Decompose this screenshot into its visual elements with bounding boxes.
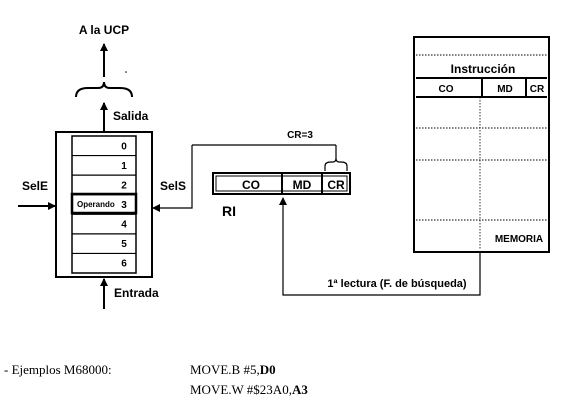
memory-md: MD [497,84,513,95]
cpu-label: A la UCP [79,23,129,37]
ri-co: CO [242,178,260,192]
register-row-label: 4 [121,220,127,231]
operando-label: Operando [77,200,115,209]
fetch-label: 1ª lectura (F. de búsqueda) [327,278,466,290]
register-row-label: 0 [121,141,127,152]
register-row-label: 1 [121,161,127,172]
sele-label: SelE [22,179,48,193]
cr-value-label: CR=3 [287,130,313,141]
register-row-label: 6 [121,259,127,270]
register-row-label: 2 [121,180,127,191]
entrada-label: Entrada [114,286,159,300]
fetch-arrow [279,197,481,296]
memory-cr: CR [530,84,545,95]
ri-label: RI [222,203,236,219]
examples-heading: - Ejemplos M68000: [4,362,112,377]
register-row-label: 5 [121,239,127,250]
memory-footer: MEMORIA [495,234,543,245]
ri-cr: CR [327,178,345,192]
output-brace [75,81,133,98]
cr-brace [324,157,348,171]
memory-title: Instrucción [451,62,516,76]
sels-connector [152,145,193,212]
memory-co: CO [439,84,454,95]
register-file-inner [71,135,137,274]
register-row-label: 3 [121,200,127,211]
stray-dot [125,71,127,73]
salida-label: Salida [113,109,149,123]
ri-md: MD [293,178,312,192]
example-line-1: MOVE.B #5,D0 [190,362,276,377]
memory-block [413,36,550,253]
example-line-2: MOVE.W #$23A0,A3 [190,382,308,397]
sels-label: SelS [160,179,186,193]
register-row-labels: 0 1 2 3 4 5 6 [121,141,127,269]
operando-row-highlight [70,192,138,215]
